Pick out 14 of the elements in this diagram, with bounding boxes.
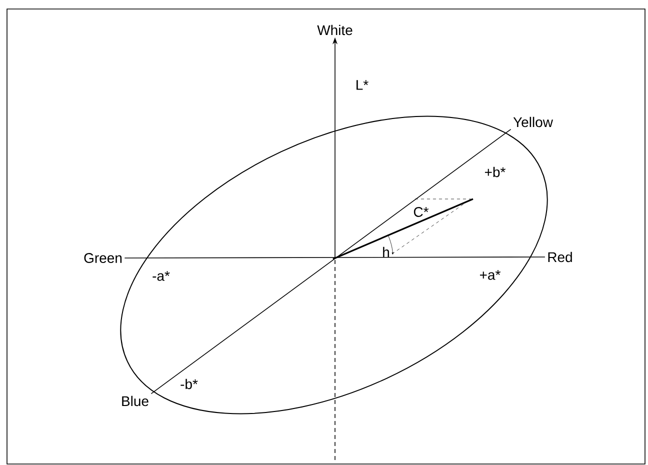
axis-line — [150, 128, 512, 394]
color-label: Yellow — [513, 116, 554, 128]
axis-label: h — [383, 246, 389, 258]
color-label: Red — [548, 252, 572, 262]
axis-label: +b* — [484, 166, 506, 178]
axis-label: C* — [414, 207, 429, 217]
axis-label: L* — [356, 80, 368, 90]
color-label: Green — [84, 253, 122, 263]
color-label: White — [317, 24, 352, 36]
axis-label: -b* — [180, 378, 198, 390]
axis-label: +a* — [480, 270, 500, 280]
color-label: Blue — [122, 396, 148, 406]
axis-label: -a* — [152, 271, 170, 281]
axis-line — [124, 256, 546, 258]
